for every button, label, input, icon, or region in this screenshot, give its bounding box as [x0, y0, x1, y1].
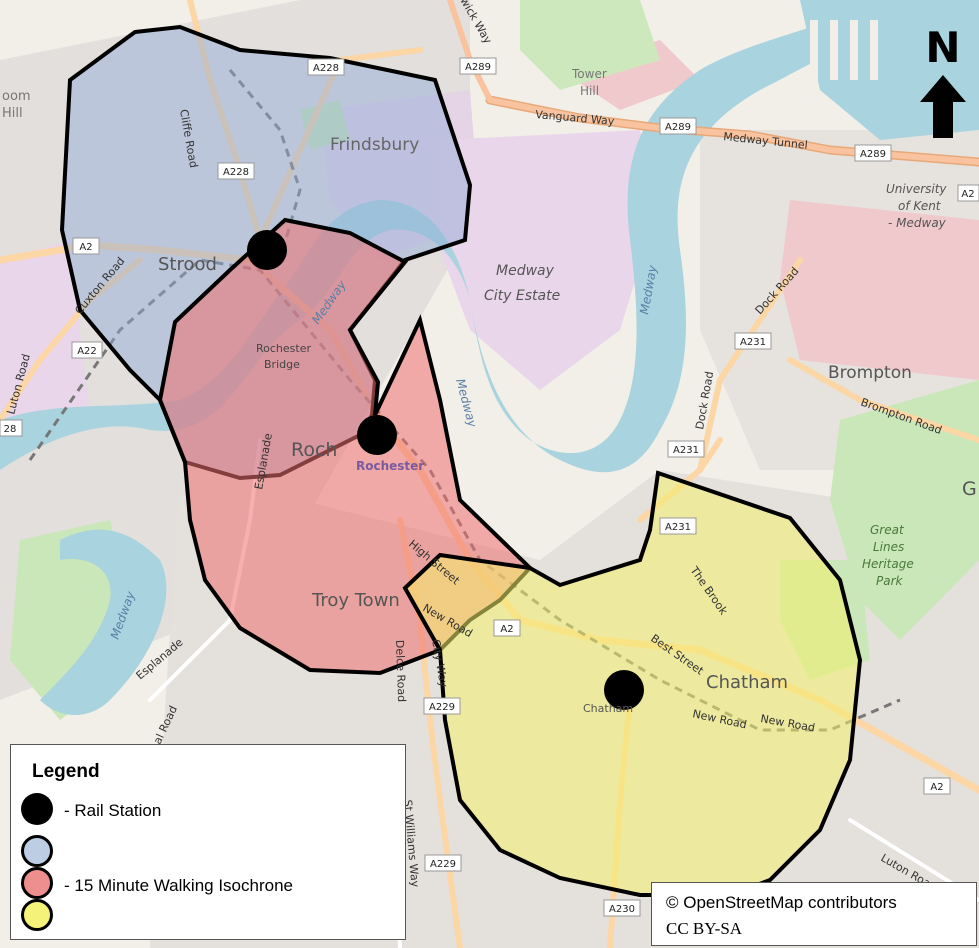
shield-a289-top: A289	[465, 62, 491, 73]
label-delce-road: Delce Road	[393, 640, 408, 703]
road-shields: A228 A228 A289 A289 A289 A2 A22 A231 A23…	[0, 57, 979, 917]
label-great-lines-3: Heritage	[862, 557, 914, 571]
shield-a289-right: A289	[860, 149, 886, 160]
shield-a22-left: A22	[77, 346, 97, 357]
shield-a228-mid: A228	[223, 167, 249, 178]
label-rochester: Roch	[291, 439, 337, 461]
label-great-lines-1: Great	[870, 523, 905, 537]
label-strood: Strood	[158, 254, 217, 275]
dock-pier-1	[810, 20, 818, 80]
label-edge-g: G	[962, 478, 977, 500]
label-brompton: Brompton	[828, 363, 912, 383]
label-rochester-station: Rochester	[356, 459, 424, 473]
shield-a229-low: A229	[430, 859, 456, 870]
map-legend: Legend - Rail Station - 15 Minute Walkin…	[10, 744, 406, 940]
dock-pier-2	[830, 20, 838, 80]
label-tower-hill-1: Tower	[571, 67, 607, 81]
label-medway-city-2: City Estate	[484, 288, 560, 304]
label-rochester-bridge-2: Bridge	[264, 358, 300, 371]
label-troy-town: Troy Town	[311, 590, 400, 611]
shield-a231-yellow: A231	[665, 522, 691, 533]
label-rochester-bridge-1: Rochester	[256, 342, 311, 355]
label-tower-hill-2: Hill	[580, 84, 599, 98]
label-great-lines-2: Lines	[873, 540, 904, 554]
north-arrow-icon	[920, 75, 966, 138]
label-edge-hill: Hill	[2, 106, 23, 121]
dock-pier-3	[850, 20, 858, 80]
label-frindsbury: Frindsbury	[330, 135, 419, 155]
shield-a2-right: A2	[930, 782, 943, 793]
shield-a2-mid: A2	[500, 624, 513, 635]
legend-isochrone-red-symbol	[21, 867, 53, 899]
license-text: CC BY-SA	[666, 919, 743, 938]
legend-isochrone-yellow-symbol	[21, 899, 53, 931]
attribution-text: © OpenStreetMap contributors	[666, 893, 897, 912]
shield-edge-28: 28	[4, 424, 17, 435]
legend-rail-station-symbol	[21, 793, 53, 825]
shield-a2-far-right: A2	[961, 189, 974, 200]
label-chatham-station: Chatham	[583, 702, 633, 715]
label-medway-city-1: Medway	[496, 263, 555, 279]
road-dock-road	[697, 257, 803, 473]
shield-a228-top: A228	[313, 63, 339, 74]
legend-isochrone-label: - 15 Minute Walking Isochrone	[64, 876, 293, 895]
shield-a230-low: A230	[609, 904, 635, 915]
shield-a231-low: A231	[673, 445, 699, 456]
legend-isochrone-blue-symbol	[21, 835, 53, 867]
industrial-medway-city-estate	[440, 130, 660, 390]
legend-title: Legend	[32, 761, 100, 782]
label-university-2: of Kent	[898, 199, 942, 213]
dock-pier-4	[870, 20, 878, 80]
park-frindsbury	[300, 100, 350, 150]
shield-a231-mid: A231	[740, 337, 766, 348]
rail-station-strood[interactable]	[247, 230, 287, 270]
attribution-box: © OpenStreetMap contributors CC BY-SA	[651, 882, 977, 946]
rail-station-chatham[interactable]	[604, 670, 644, 710]
road-a228	[187, 0, 423, 243]
industrial-brompton	[780, 200, 979, 380]
river-medway-lower	[40, 529, 167, 715]
park-tower-hill	[520, 0, 660, 90]
label-university-3: - Medway	[888, 216, 947, 230]
label-university-1: University	[886, 182, 947, 196]
north-arrow-label: N	[925, 23, 960, 72]
shield-a289-mid: A289	[665, 122, 691, 133]
rail-station-rochester[interactable]	[357, 415, 397, 455]
label-chatham: Chatham	[706, 672, 788, 693]
road-brompton	[787, 357, 979, 443]
industrial-tower-hill	[560, 40, 700, 110]
legend-rail-station-label: - Rail Station	[64, 801, 162, 820]
shield-a2-left: A2	[79, 242, 92, 253]
label-edge-room: oom	[2, 89, 31, 104]
north-arrow: N	[920, 23, 966, 138]
shield-a229-mid: A229	[429, 702, 455, 713]
label-great-lines-4: Park	[876, 574, 904, 588]
road-cuxton	[0, 257, 143, 423]
park-great-lines	[830, 380, 979, 640]
